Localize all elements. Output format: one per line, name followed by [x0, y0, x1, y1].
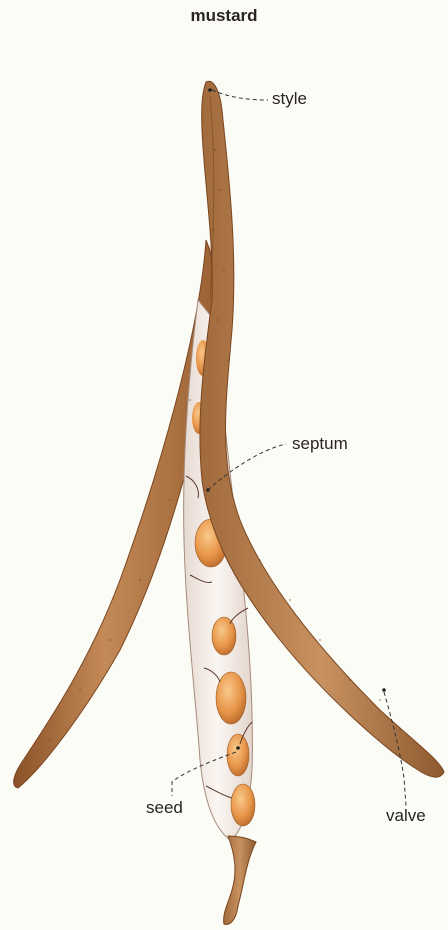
label-seed: seed: [146, 798, 183, 818]
label-valve: valve: [386, 806, 426, 826]
label-style: style: [272, 89, 307, 109]
label-septum: septum: [292, 434, 348, 454]
pedicel: [224, 836, 256, 924]
